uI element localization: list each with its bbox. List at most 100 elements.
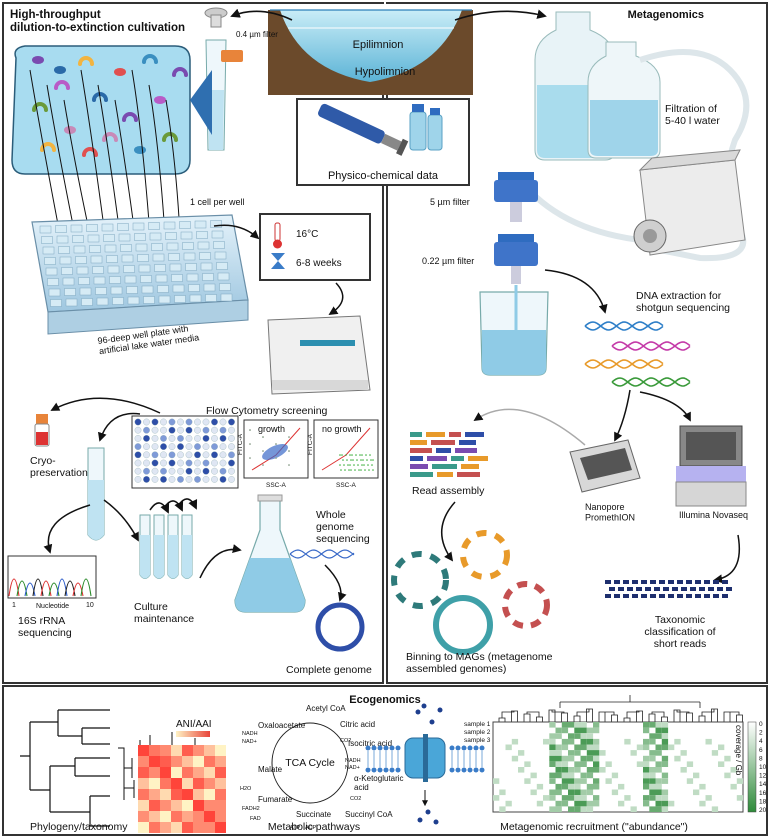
no-growth-label: no growth [322,424,362,434]
well [188,284,200,292]
recruitment-cell [705,738,712,745]
well [110,286,123,295]
screen-well [160,476,167,483]
screen-well [168,435,176,442]
coverage-tick: 2 [759,730,763,737]
well [137,254,149,262]
recruitment-cell [649,783,656,790]
recruitment-cell [555,767,562,773]
read-segment [410,456,423,461]
bacteria-zoom [11,45,212,175]
cell-per-well-label: 1 cell per well [190,197,245,207]
well [140,275,152,283]
growth-dot [288,464,290,466]
recruitment-cell [561,778,569,784]
ani-cell [182,778,193,789]
recruitment-cell [574,806,581,812]
well [90,255,103,264]
recruitment-cell [555,800,562,807]
screen-well [219,418,227,426]
well [73,245,86,254]
short-read [614,594,620,598]
recruitment-cell [630,750,637,756]
recruitment-cell [580,789,587,796]
screen-well [134,443,142,450]
screen-well [143,418,150,426]
screen-well [211,476,218,483]
recruitment-cell [580,755,587,762]
no-growth-dot [357,464,359,466]
arrow-nanopore-to-reads [473,408,586,446]
ani-cell [138,745,149,756]
sample-2-label: sample 2 [464,729,491,736]
short-read [627,587,633,591]
recruitment-cell [605,778,612,784]
well [135,243,148,252]
well [65,298,78,307]
well [186,273,199,282]
recruitment-cell [655,806,662,812]
well [123,265,135,273]
no-growth-dot [366,459,368,461]
recruitment-cell [568,738,575,745]
growth-dot [249,429,251,431]
cryo-label: Cryo-preservation [30,455,88,479]
molecule [429,719,435,725]
bacterium [64,126,76,134]
recruitment-cell [655,778,662,784]
filter-5um-label: 5 µm filter [430,197,470,207]
screen-well [134,467,142,475]
short-read [681,587,687,591]
culture-liquid [154,535,164,579]
well [143,296,155,304]
recruitment-cell [505,744,512,751]
screen-well [177,451,184,459]
ani-label: ANI/AAI [176,719,212,730]
well [219,283,231,291]
recruitment-cell [593,755,600,762]
epilimnion-label: Epilimnion [353,39,404,51]
read-segment [410,432,422,437]
well [169,263,182,272]
tca-cofactor: ATP [290,825,301,831]
recruitment-cell [549,806,556,812]
molecule [415,709,421,715]
screen-well [134,476,142,483]
no-growth-dot [360,469,362,471]
no-growth-dot [363,464,365,466]
recruitment-cell [549,789,556,796]
recruitment-cell [574,783,581,790]
ani-cell [204,789,215,800]
screen-well [143,476,150,483]
well [220,293,233,302]
coverage-tick: 8 [759,755,763,762]
short-read [641,580,647,584]
recruitment-cell [536,783,544,790]
recruitment-cell [586,733,594,739]
bacterium [32,102,48,112]
ani-cell [215,800,226,811]
lake-illustration [268,4,473,95]
short-read [645,587,651,591]
short-read [632,580,638,584]
ani-cell [149,767,160,778]
bacterium [162,132,178,142]
screen-well [177,467,184,475]
well [42,246,55,255]
screen-well [202,467,210,475]
tca-cofactor: NAD+ [345,765,360,771]
recruitment-cell [518,750,525,756]
screen-well [211,443,218,450]
recruitment-cell [580,806,587,812]
screen-well [143,435,150,442]
tca-cofactor: NADH [345,758,361,764]
recruitment-cell [593,767,600,773]
screen-well [194,451,201,459]
well [126,286,138,294]
well [182,242,194,250]
well [106,255,118,263]
read-segment [432,464,457,469]
recruitment-cell [649,806,656,812]
lipid-head [383,767,389,773]
tca-metabolite: Fumarate [258,795,293,804]
